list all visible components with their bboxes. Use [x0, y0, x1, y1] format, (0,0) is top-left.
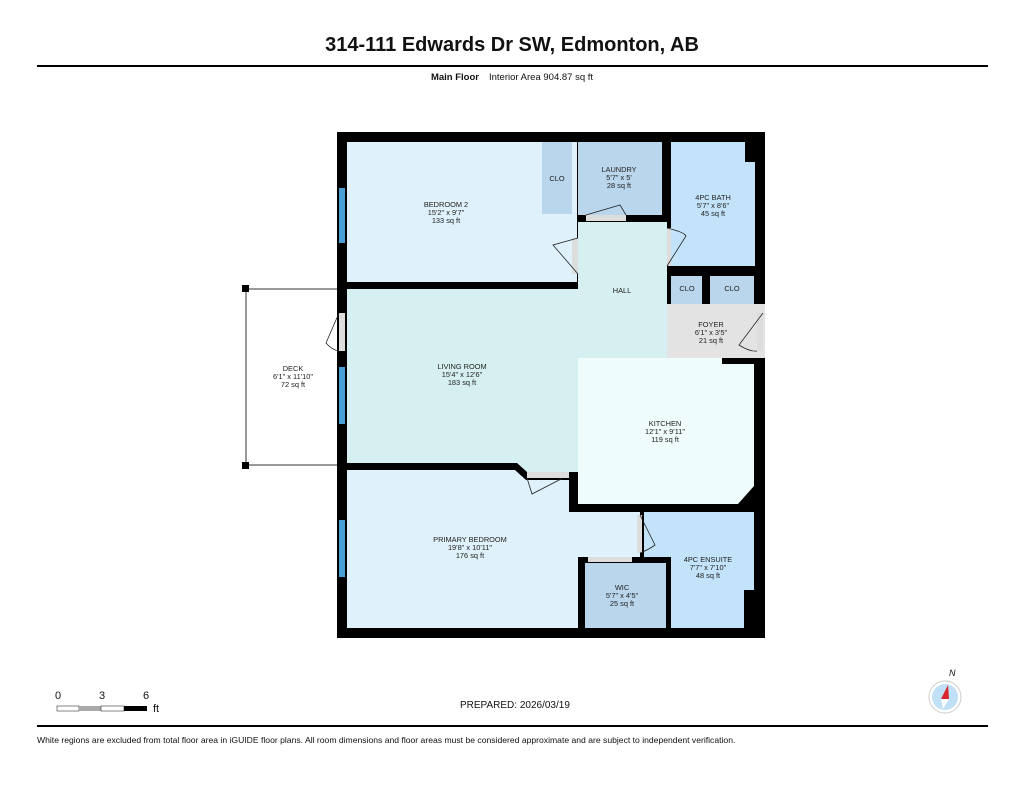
room-clo-foyer1: [671, 276, 702, 304]
svg-text:4PC BATH: 4PC BATH: [695, 193, 731, 202]
room-kitchen: [578, 358, 754, 504]
scale-tick-0: 0: [55, 690, 62, 702]
room-bath: [671, 142, 755, 266]
svg-text:WIC: WIC: [615, 583, 630, 592]
room-hall: [578, 222, 667, 358]
svg-text:7'7" x 7'10": 7'7" x 7'10": [690, 563, 727, 572]
window: [339, 367, 345, 424]
floor-label: Main Floor: [430, 72, 479, 83]
svg-text:PRIMARY BEDROOM: PRIMARY BEDROOM: [433, 535, 507, 544]
svg-text:133 sq ft: 133 sq ft: [432, 216, 460, 225]
floor-subheading: Main Floor Interior Area 904.87 sq ft: [0, 72, 1024, 83]
doors: [325, 204, 764, 562]
compass-icon: [928, 680, 962, 714]
svg-text:72 sq ft: 72 sq ft: [281, 380, 305, 389]
svg-text:CLO: CLO: [724, 284, 739, 293]
svg-text:21 sq ft: 21 sq ft: [699, 336, 723, 345]
svg-text:5'7" x 4'5": 5'7" x 4'5": [606, 591, 639, 600]
scale-tick-3: 3: [99, 690, 106, 702]
prepared-date: PREPARED: 2026/03/19: [460, 700, 570, 711]
svg-text:19'8" x 10'11": 19'8" x 10'11": [448, 543, 492, 552]
svg-text:15'2" x 9'7": 15'2" x 9'7": [428, 208, 465, 217]
svg-text:BEDROOM 2: BEDROOM 2: [424, 200, 468, 209]
svg-text:DECK: DECK: [283, 364, 304, 373]
svg-text:28 sq ft: 28 sq ft: [607, 181, 631, 190]
svg-text:FOYER: FOYER: [698, 320, 723, 329]
compass-label: N: [949, 668, 956, 678]
svg-text:CLO: CLO: [679, 284, 694, 293]
scale-unit: ft: [153, 703, 160, 715]
svg-text:HALL: HALL: [613, 286, 632, 295]
svg-text:5'7" x 8'6": 5'7" x 8'6": [697, 201, 730, 210]
svg-text:6'1" x 11'10": 6'1" x 11'10": [273, 372, 313, 381]
svg-text:6'1" x 3'5": 6'1" x 3'5": [695, 328, 728, 337]
room-living: [347, 289, 578, 472]
svg-text:25 sq ft: 25 sq ft: [610, 599, 634, 608]
svg-text:176 sq ft: 176 sq ft: [456, 551, 484, 560]
room-foyer: [667, 304, 765, 358]
svg-text:KITCHEN: KITCHEN: [649, 419, 681, 428]
window: [339, 188, 345, 243]
svg-text:4PC ENSUITE: 4PC ENSUITE: [684, 555, 733, 564]
svg-text:183 sq ft: 183 sq ft: [448, 378, 476, 387]
header-divider: [37, 65, 988, 67]
window: [339, 520, 345, 577]
svg-text:12'1" x 9'11": 12'1" x 9'11": [645, 427, 685, 436]
room-wic: [585, 563, 666, 628]
room-labels: BEDROOM 2 15'2" x 9'7" 133 sq ft CLO LAU…: [273, 165, 740, 608]
svg-text:45 sq ft: 45 sq ft: [701, 209, 725, 218]
scale-tick-6: 6: [143, 690, 150, 702]
svg-text:LIVING ROOM: LIVING ROOM: [437, 362, 486, 371]
disclaimer: White regions are excluded from total fl…: [37, 735, 736, 745]
footer-divider: [37, 725, 988, 727]
interior-area: Interior Area 904.87 sq ft: [488, 72, 594, 83]
page-title: 314-111 Edwards Dr SW, Edmonton, AB: [325, 34, 699, 56]
room-clo-bed2: [542, 142, 572, 214]
room-ensuite: [644, 512, 754, 628]
svg-text:LAUNDRY: LAUNDRY: [601, 165, 636, 174]
room-bedroom2: [347, 142, 577, 282]
room-clo-foyer2: [710, 276, 754, 304]
svg-text:CLO: CLO: [549, 174, 564, 183]
scale-bar: [56, 705, 147, 712]
svg-text:119 sq ft: 119 sq ft: [651, 435, 679, 444]
room-laundry: [578, 142, 662, 215]
svg-text:5'7" x 5': 5'7" x 5': [606, 173, 632, 182]
room-deck: [242, 285, 341, 469]
svg-text:48 sq ft: 48 sq ft: [696, 571, 720, 580]
svg-text:15'4" x 12'6": 15'4" x 12'6": [442, 370, 483, 379]
room-primary: [347, 470, 640, 628]
